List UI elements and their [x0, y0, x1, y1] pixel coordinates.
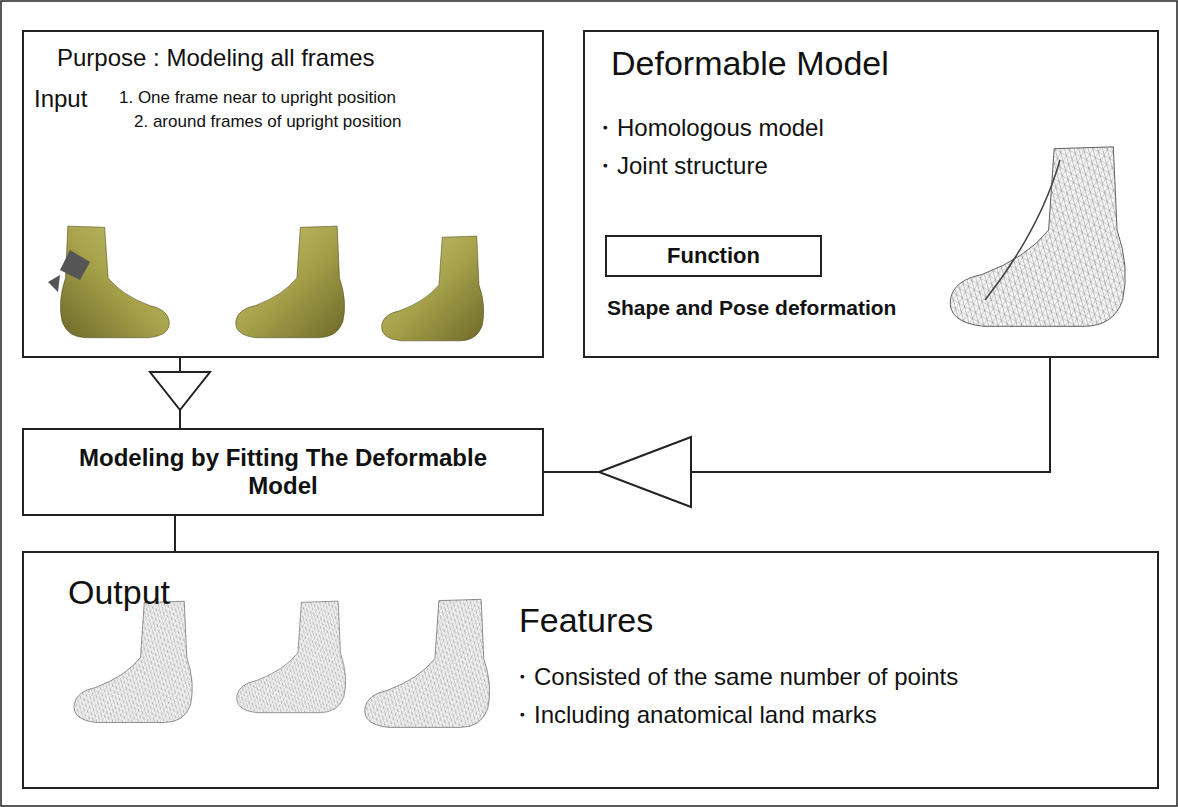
process-box: Purpose : Modeling all framesInput 1. One… — [22, 30, 544, 358]
node-text: Input — [34, 85, 87, 113]
output-feet — [74, 599, 490, 727]
process-box: Deformable Model ・Homologous model ・Joint … — [583, 30, 1159, 358]
node-text: 1. One frame near to upright position — [119, 88, 396, 108]
node-text: Features — [519, 601, 653, 640]
node-text: Modeling by Fitting The Deformable Model — [73, 444, 493, 499]
node-text: ・Joint structure — [593, 152, 768, 180]
node-text: Purpose : Modeling all frames — [57, 44, 374, 72]
node-text: ・Including anatomical land marks — [510, 701, 877, 729]
node-text: ・Consisted of the same number of points — [510, 663, 958, 691]
node-text: ・Homologous model — [593, 114, 824, 142]
scan-feet — [48, 226, 484, 341]
function-box: Function — [605, 235, 822, 277]
node-text: Shape and Pose deformation — [607, 296, 896, 320]
node-text: Function — [667, 243, 760, 268]
node-text: Deformable Model — [611, 44, 889, 83]
connector-line — [544, 358, 1050, 472]
node-text: Output — [68, 573, 170, 612]
connector — [175, 516, 176, 551]
connector-line — [174, 516, 176, 551]
arrowhead — [150, 372, 210, 410]
arrowhead — [599, 437, 691, 507]
process-box: OutputFeatures ・Consisted of the same num… — [22, 551, 1159, 789]
connector — [544, 358, 1050, 507]
wireframe-foot — [950, 147, 1125, 326]
node-text: 2. around frames of upright position — [134, 112, 401, 132]
connector — [150, 358, 210, 428]
process-box: Modeling by Fitting The Deformable Model — [22, 428, 544, 516]
